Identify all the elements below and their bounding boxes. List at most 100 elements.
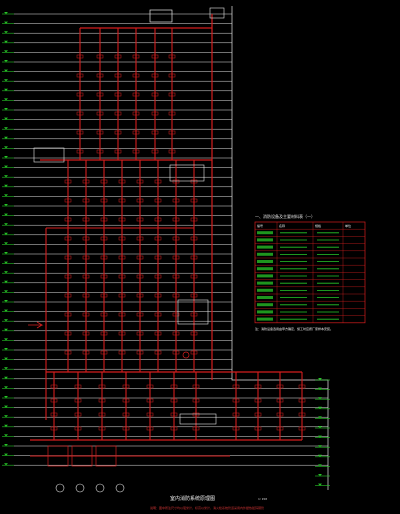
level-mark-right [318, 378, 322, 380]
hydrant-box [96, 111, 104, 116]
hydrant-box [64, 312, 72, 317]
hydrant-box [146, 384, 154, 389]
hydrant-box [154, 179, 162, 184]
table-symbol [257, 281, 273, 285]
hydrant-box [254, 398, 262, 403]
hydrant-box [254, 412, 262, 417]
equipment-table: 编号名称规格单位 [254, 221, 366, 324]
level-mark [4, 348, 8, 350]
hydrant-box [136, 198, 144, 203]
hydrant-box [74, 426, 82, 431]
level-mark [4, 156, 8, 158]
level-mark-right [318, 454, 322, 457]
table-header: 规格 [315, 223, 321, 228]
level-mark [4, 309, 8, 312]
hydrant-box [170, 398, 178, 403]
hydrant-box [254, 384, 262, 389]
hydrant-box [100, 217, 108, 222]
hydrant-box [172, 179, 180, 184]
hydrant-box [172, 255, 180, 260]
hydrant-box [64, 350, 72, 355]
hydrant-box [170, 426, 178, 431]
hydrant-box [118, 255, 126, 260]
hydrant-box [50, 384, 58, 389]
hydrant-box [96, 54, 104, 59]
level-mark-right [318, 483, 322, 486]
level-mark [4, 271, 8, 274]
hydrant-box [154, 236, 162, 241]
hydrant-box [151, 54, 159, 59]
hydrant-box [98, 384, 106, 389]
table-symbol [257, 288, 273, 292]
hydrant-box [232, 426, 240, 431]
level-mark [4, 357, 8, 360]
hydrant-box [151, 111, 159, 116]
hydrant-box [172, 198, 180, 203]
drawing-scale: 1:150 [258, 497, 268, 501]
level-mark-right [318, 426, 322, 428]
level-mark [4, 424, 8, 427]
hydrant-box [76, 73, 84, 78]
hydrant-box [82, 236, 90, 241]
hydrant-box [64, 236, 72, 241]
level-mark [4, 146, 8, 149]
hydrant-box [98, 412, 106, 417]
hydrant-box [64, 293, 72, 298]
hydrant-box [146, 426, 154, 431]
hydrant-box [136, 274, 144, 279]
hydrant-box [298, 384, 306, 389]
level-mark-right [318, 474, 322, 476]
hydrant-box [74, 412, 82, 417]
level-mark-right [318, 435, 322, 438]
hydrant-box [132, 149, 140, 154]
hydrant-box [298, 398, 306, 403]
hydrant-box [100, 350, 108, 355]
hydrant-box [114, 111, 122, 116]
hydrant-box [136, 217, 144, 222]
hydrant-box [154, 312, 162, 317]
hydrant-box [192, 384, 200, 389]
hydrant-box [132, 73, 140, 78]
hydrant-box [170, 412, 178, 417]
hydrant-box [172, 331, 180, 336]
hydrant-box [114, 73, 122, 78]
hydrant-box [170, 384, 178, 389]
hydrant-box [168, 130, 176, 135]
table-symbol [257, 260, 273, 263]
hydrant-box [118, 274, 126, 279]
hydrant-box [82, 179, 90, 184]
hydrant-box [50, 426, 58, 431]
hydrant-box [64, 331, 72, 336]
level-mark [4, 280, 8, 283]
hydrant-box [96, 149, 104, 154]
level-mark [4, 204, 8, 206]
hydrant-box [151, 92, 159, 97]
hydrant-box [76, 111, 84, 116]
hydrant-box [146, 412, 154, 417]
level-mark [4, 60, 8, 62]
hydrant-box [190, 350, 198, 355]
hydrant-box [192, 426, 200, 431]
level-mark [4, 242, 8, 245]
drawing-subtitle: 说明：图中所注尺寸均以毫米计，标高以米计，消火栓系统管道采用内外壁热镀锌钢管 [150, 506, 265, 510]
hydrant-box [168, 92, 176, 97]
hydrant-box [136, 331, 144, 336]
table-symbol [257, 310, 273, 314]
level-mark [4, 40, 8, 43]
hydrant-box [82, 255, 90, 260]
level-mark [4, 396, 8, 398]
hydrant-box [232, 398, 240, 403]
hydrant-box [76, 54, 84, 59]
hydrant-box [122, 426, 130, 431]
hydrant-box [192, 398, 200, 403]
hydrant-box [64, 217, 72, 222]
hydrant-box [232, 412, 240, 417]
hydrant-box [100, 236, 108, 241]
level-mark [4, 338, 8, 341]
level-mark [4, 136, 8, 139]
hydrant-box [132, 54, 140, 59]
hydrant-box [82, 217, 90, 222]
level-mark [4, 21, 8, 24]
level-mark [4, 367, 8, 370]
hydrant-box [64, 198, 72, 203]
